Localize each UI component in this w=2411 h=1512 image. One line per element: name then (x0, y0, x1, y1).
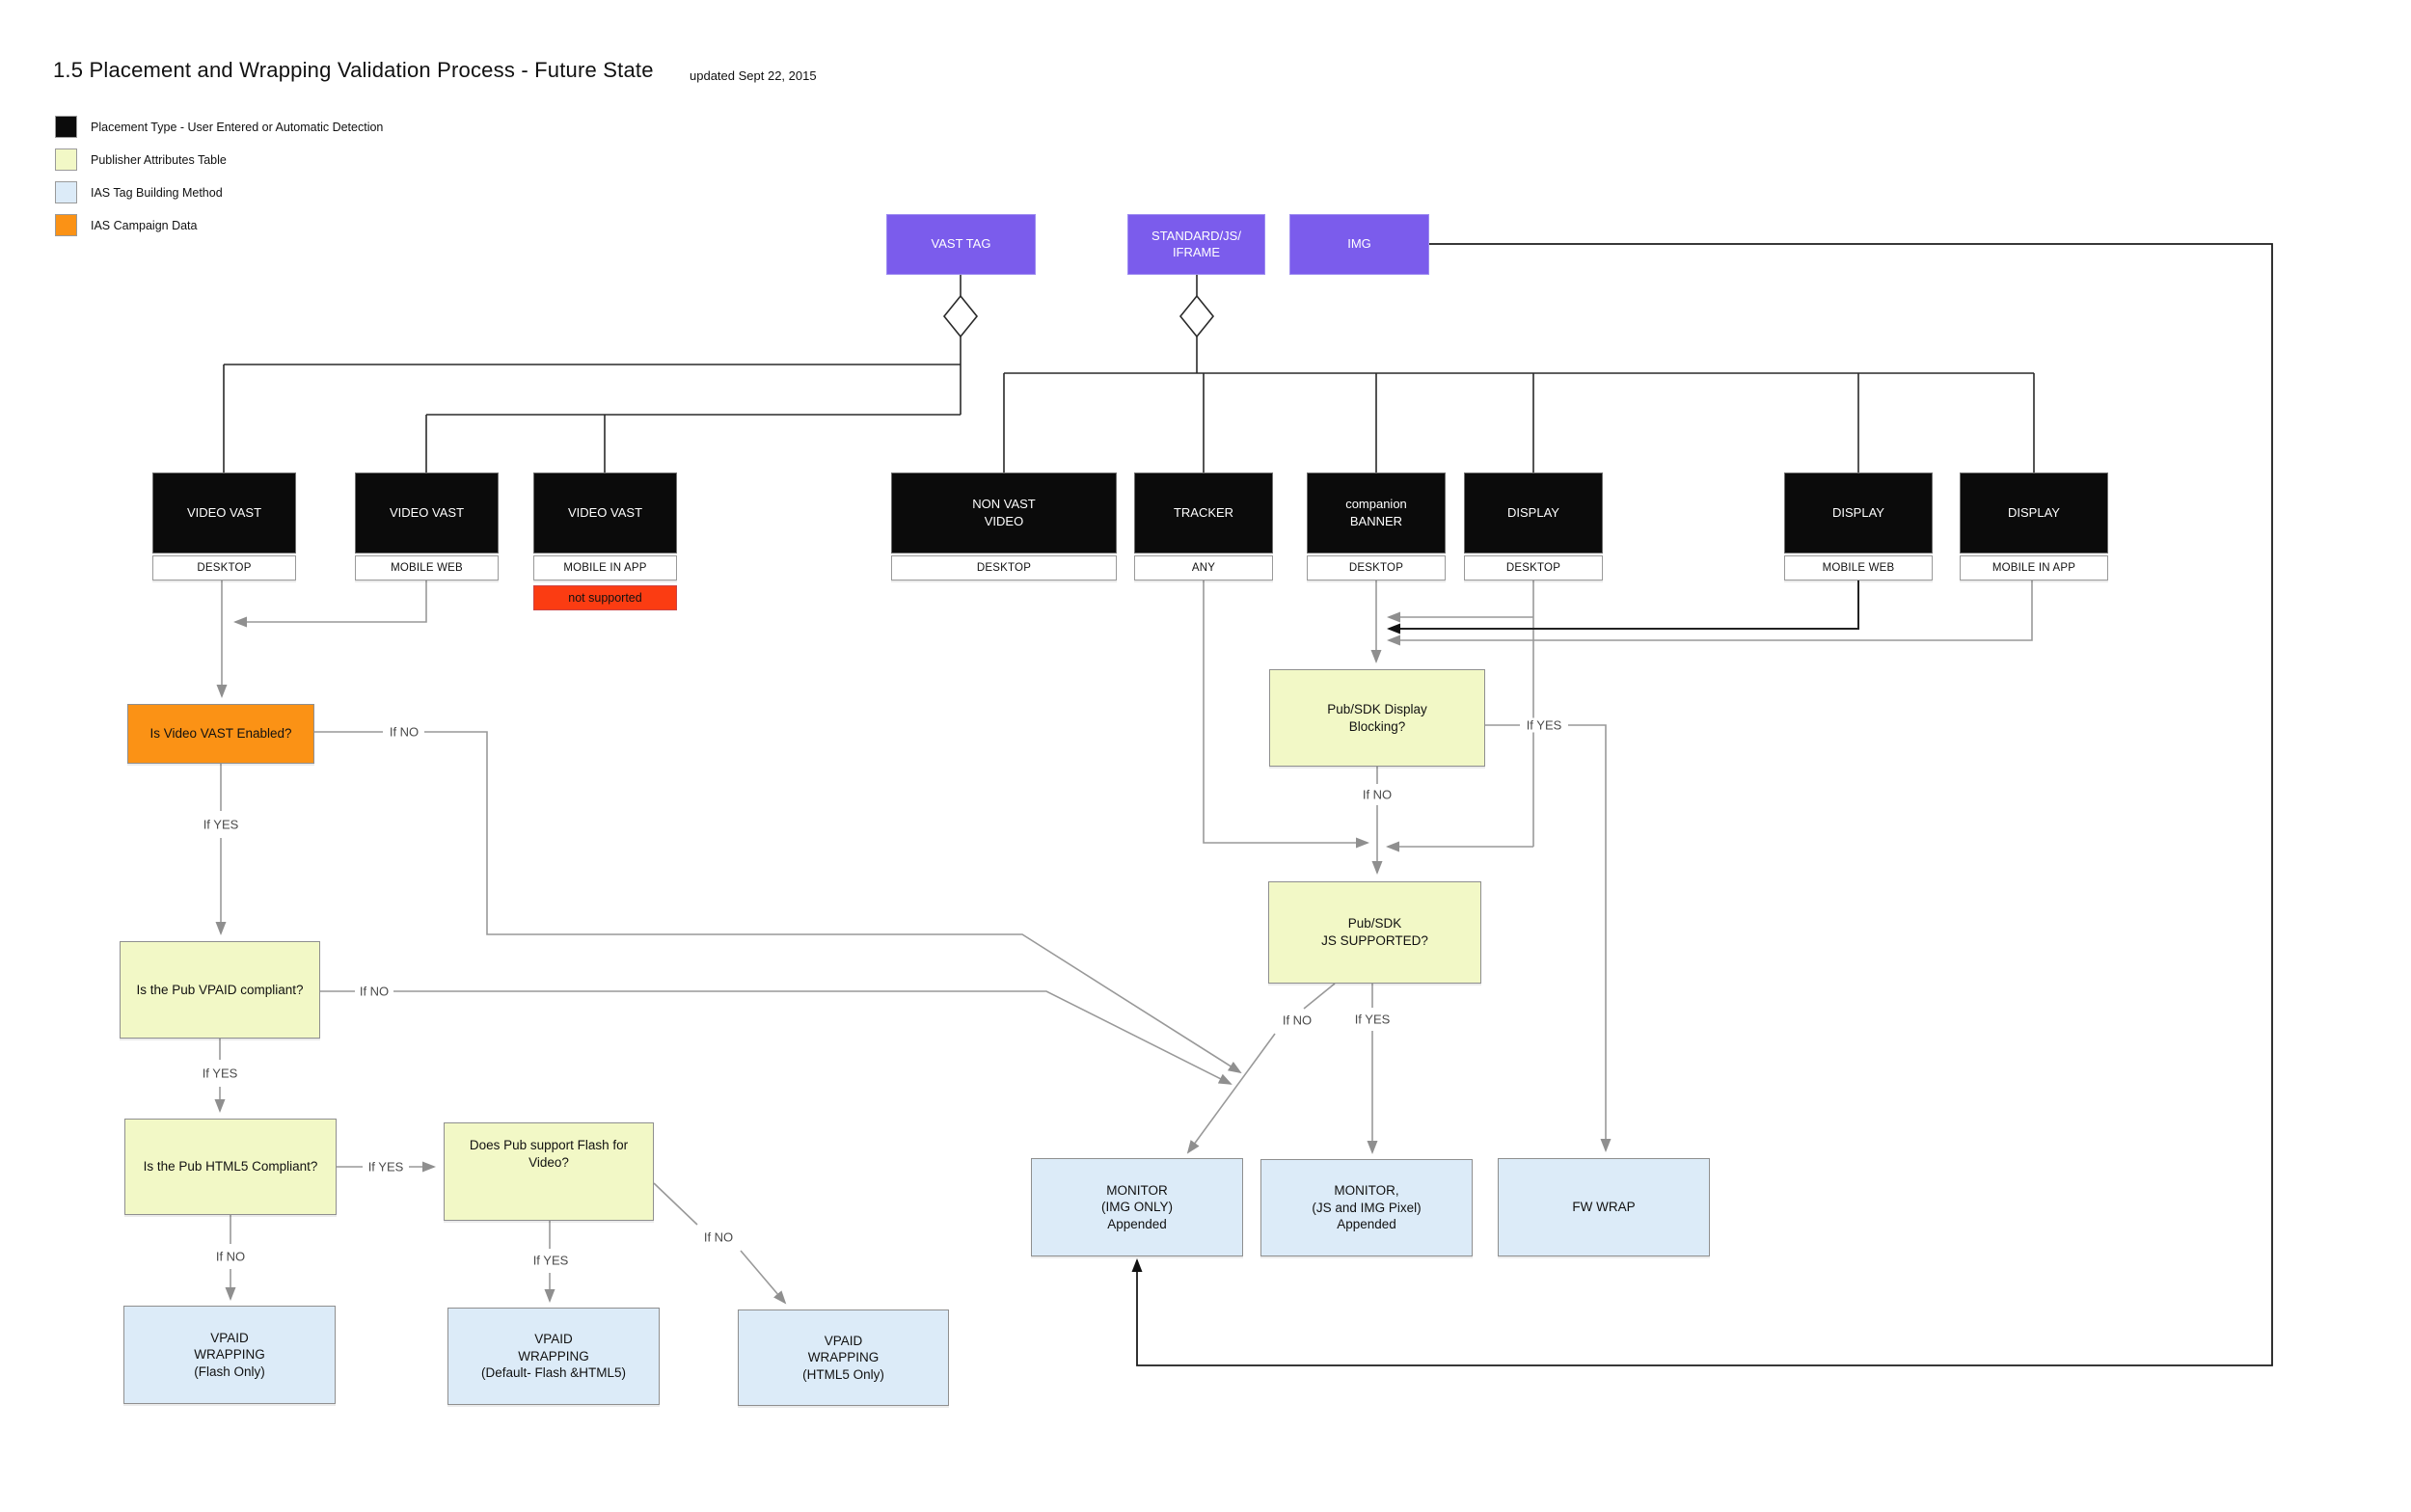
placement-device: MOBILE IN APP (1960, 555, 2108, 580)
placement-label: TRACKER (1134, 472, 1273, 554)
placement-label: VIDEO VAST (152, 472, 296, 554)
node-monitor-img-only: MONITOR (IMG ONLY) Appended (1031, 1158, 1243, 1256)
placement-device: ANY (1134, 555, 1273, 580)
placement-device: DESKTOP (1464, 555, 1603, 580)
legend-label: IAS Tag Building Method (91, 185, 223, 200)
placement-device: DESKTOP (891, 555, 1117, 580)
placement-label: DISPLAY (1960, 472, 2108, 554)
node-pub-sdk-display-blocking: Pub/SDK Display Blocking? (1269, 669, 1485, 767)
placement-tree-lines (223, 275, 2035, 472)
node-vast-tag: VAST TAG (886, 214, 1036, 275)
node-display-mobile-web: DISPLAY MOBILE WEB (1784, 472, 1933, 580)
placement-label: VIDEO VAST (355, 472, 499, 554)
legend-item-publisher-attributes: Publisher Attributes Table (55, 148, 227, 171)
node-display-mobile-in-app: DISPLAY MOBILE IN APP (1960, 472, 2108, 580)
node-vpaid-wrapping-flash-only: VPAID WRAPPING (Flash Only) (123, 1306, 336, 1404)
legend-item-campaign-data: IAS Campaign Data (55, 214, 197, 236)
node-tracker-any: TRACKER ANY (1134, 472, 1273, 580)
placement-label: DISPLAY (1464, 472, 1603, 554)
node-img: IMG (1289, 214, 1429, 275)
node-fw-wrap: FW WRAP (1498, 1158, 1710, 1256)
node-is-video-vast-enabled: Is Video VAST Enabled? (127, 704, 314, 764)
node-vpaid-wrapping-html5-only: VPAID WRAPPING (HTML5 Only) (738, 1310, 949, 1406)
node-companion-banner-desktop: companion BANNER DESKTOP (1307, 472, 1446, 580)
edge-label-vpaid-yes: If YES (199, 1066, 241, 1081)
not-supported-badge: not supported (533, 585, 677, 610)
legend-label: Publisher Attributes Table (91, 152, 227, 167)
node-vpaid-wrapping-default: VPAID WRAPPING (Default- Flash &HTML5) (447, 1308, 660, 1405)
node-video-vast-mobile-web: VIDEO VAST MOBILE WEB (355, 472, 499, 580)
node-display-desktop: DISPLAY DESKTOP (1464, 472, 1603, 580)
edge-label-flash-yes: If YES (529, 1253, 572, 1268)
updated-date: updated Sept 22, 2015 (690, 68, 817, 83)
node-video-vast-desktop: VIDEO VAST DESKTOP (152, 472, 296, 580)
node-is-pub-html5-compliant: Is the Pub HTML5 Compliant? (124, 1119, 337, 1215)
display-mobile-web-line (1387, 580, 1859, 634)
edge-label-js-yes: If YES (1351, 1012, 1394, 1027)
edge-label-blocking-yes: If YES (1523, 717, 1565, 733)
diamond-standard (1178, 294, 1215, 338)
legend-swatch-placement-type (55, 116, 77, 138)
legend-label: Placement Type - User Entered or Automat… (91, 120, 384, 134)
placement-label: VIDEO VAST (533, 472, 677, 554)
edge-label-html5-no: If NO (212, 1249, 249, 1264)
placement-device: DESKTOP (1307, 555, 1446, 580)
node-does-pub-support-flash: Does Pub support Flash for Video? (444, 1122, 654, 1221)
edge-label-flash-no: If NO (700, 1229, 737, 1245)
legend-swatch-campaign-data (55, 214, 77, 236)
legend-item-placement-type: Placement Type - User Entered or Automat… (55, 116, 383, 138)
node-monitor-js-img-pixel: MONITOR, (JS and IMG Pixel) Appended (1260, 1159, 1473, 1256)
page-title: 1.5 Placement and Wrapping Validation Pr… (53, 58, 654, 82)
img-loop-line (1131, 243, 2273, 1366)
edge-label-vast-enabled-yes: If YES (200, 817, 242, 832)
decision-diamonds (942, 294, 1215, 338)
legend-swatch-tag-building (55, 181, 77, 203)
placement-device: MOBILE IN APP (533, 555, 677, 580)
edge-label-blocking-no: If NO (1359, 787, 1395, 802)
legend-swatch-publisher-attributes (55, 148, 77, 171)
placement-device: DESKTOP (152, 555, 296, 580)
node-standard-js-iframe: STANDARD/JS/ IFRAME (1127, 214, 1265, 275)
legend-item-tag-building: IAS Tag Building Method (55, 181, 223, 203)
edge-label-vast-enabled-no: If NO (386, 724, 422, 740)
node-pub-sdk-js-supported: Pub/SDK JS SUPPORTED? (1268, 881, 1481, 984)
placement-label: NON VAST VIDEO (891, 472, 1117, 554)
node-video-vast-mobile-in-app: VIDEO VAST MOBILE IN APP not supported (533, 472, 677, 610)
placement-device: MOBILE WEB (1784, 555, 1933, 580)
node-non-vast-video-desktop: NON VAST VIDEO DESKTOP (891, 472, 1117, 580)
flow-lines-gray (214, 580, 2033, 1305)
placement-label: companion BANNER (1307, 472, 1446, 554)
placement-label: DISPLAY (1784, 472, 1933, 554)
edge-label-js-no: If NO (1279, 1012, 1315, 1028)
placement-device: MOBILE WEB (355, 555, 499, 580)
edge-label-html5-yes: If YES (365, 1159, 407, 1174)
diamond-vast (942, 294, 979, 338)
legend-label: IAS Campaign Data (91, 218, 198, 232)
node-is-pub-vpaid-compliant: Is the Pub VPAID compliant? (120, 941, 320, 1039)
edge-label-vpaid-no: If NO (356, 984, 393, 999)
